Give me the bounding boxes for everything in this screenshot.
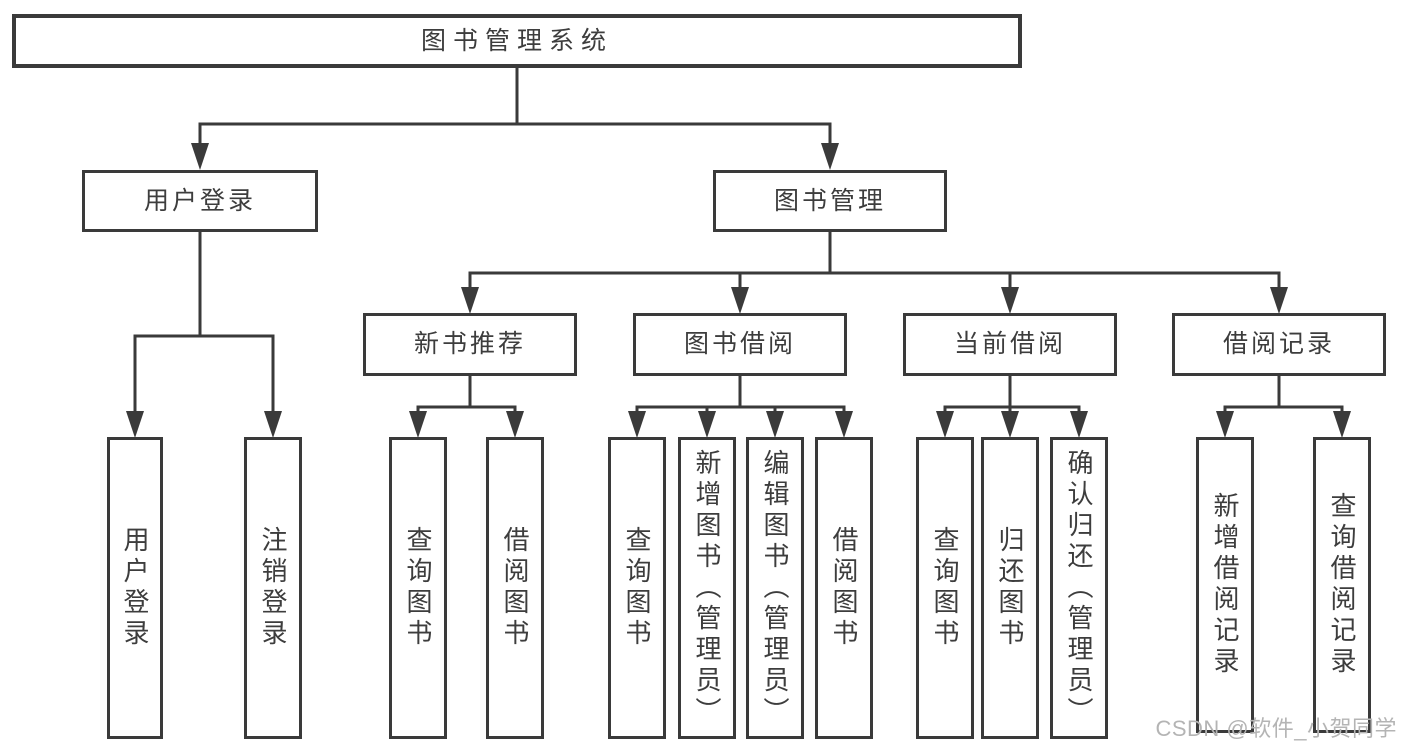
node-new-book-recommend: 新书推荐 — [363, 313, 577, 376]
leaf-borrowing-borrow-books: 借阅图书 — [815, 437, 873, 739]
node-current-borrowing: 当前借阅 — [903, 313, 1117, 376]
node-borrowing-records: 借阅记录 — [1172, 313, 1386, 376]
leaf-label: 借阅图书 — [500, 526, 530, 650]
leaf-label: 新增图书（管理员） — [692, 448, 722, 728]
leaf-borrowing-edit-books-admin: 编辑图书（管理员） — [746, 437, 804, 739]
node-label: 借阅记录 — [1222, 330, 1335, 358]
leaf-current-query-books: 查询图书 — [916, 437, 974, 739]
leaf-label: 查询图书 — [930, 526, 960, 650]
leaf-label: 归还图书 — [995, 526, 1025, 650]
leaf-borrowing-add-books-admin: 新增图书（管理员） — [678, 437, 736, 739]
node-book-management: 图书管理 — [713, 170, 947, 232]
leaf-borrowing-query-books: 查询图书 — [608, 437, 666, 739]
node-book-borrowing: 图书借阅 — [633, 313, 847, 376]
leaf-records-add-record: 新增借阅记录 — [1196, 437, 1254, 733]
node-label: 用户登录 — [143, 186, 256, 215]
leaf-label: 注销登录 — [258, 526, 288, 650]
leaf-label: 查询图书 — [403, 526, 433, 650]
node-label: 新书推荐 — [413, 330, 526, 358]
leaf-label: 用户登录 — [120, 526, 150, 650]
leaf-recommend-borrow-books: 借阅图书 — [486, 437, 544, 739]
leaf-label: 新增借阅记录 — [1210, 492, 1240, 678]
leaf-current-confirm-return-admin: 确认归还（管理员） — [1050, 437, 1108, 739]
connector-lines — [133, 66, 1344, 415]
leaf-label: 借阅图书 — [829, 526, 859, 650]
leaf-label: 确认归还（管理员） — [1064, 448, 1094, 728]
leaf-records-query-record: 查询借阅记录 — [1313, 437, 1371, 733]
node-label: 图书借阅 — [683, 330, 796, 358]
node-user-login: 用户登录 — [82, 170, 318, 232]
leaf-current-return-books: 归还图书 — [981, 437, 1039, 739]
leaf-recommend-query-books: 查询图书 — [389, 437, 447, 739]
csdn-watermark: CSDN @软件_小贺同学 — [1155, 716, 1397, 741]
leaf-label: 编辑图书（管理员） — [760, 448, 790, 728]
node-library-system: 图书管理系统 — [12, 14, 1022, 68]
leaf-label: 查询借阅记录 — [1327, 492, 1357, 678]
leaf-user-login: 用户登录 — [107, 437, 163, 739]
node-label: 当前借阅 — [953, 330, 1066, 358]
node-label: 图书管理系统 — [420, 26, 613, 55]
arrowhead-icons — [126, 143, 1351, 438]
node-label: 图书管理 — [773, 186, 886, 215]
leaf-logout: 注销登录 — [244, 437, 302, 739]
leaf-label: 查询图书 — [622, 526, 652, 650]
